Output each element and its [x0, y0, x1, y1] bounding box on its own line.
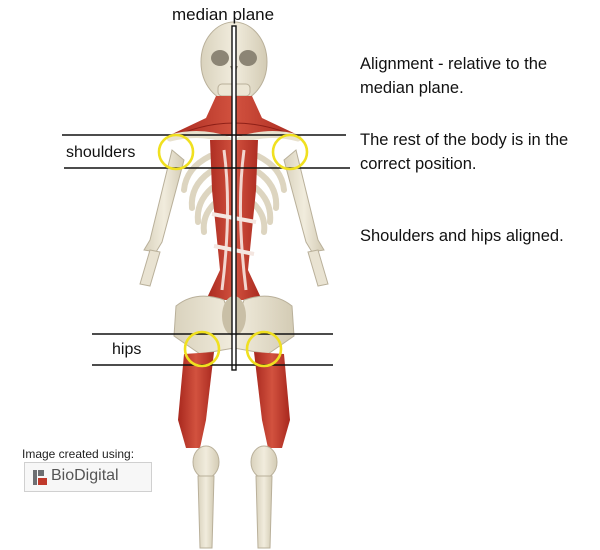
aligned-note: Shoulders and hips aligned. — [360, 227, 564, 245]
biodigital-mark-icon — [33, 470, 47, 485]
rib-cage — [181, 153, 287, 235]
arms — [139, 149, 329, 287]
left-hip-circle — [183, 330, 221, 368]
biodigital-logo: BioDigital — [24, 462, 152, 492]
median-plane-line — [231, 25, 237, 371]
right-hip-circle — [245, 330, 283, 368]
right-shoulder-circle — [271, 133, 309, 171]
left-shoulder-circle — [157, 133, 195, 171]
biodigital-wordmark: BioDigital — [51, 467, 119, 484]
alignment-note: Alignment - relative to the median plane… — [360, 55, 548, 97]
median-plane-label: median plane — [172, 5, 275, 24]
hips-label: hips — [112, 341, 142, 358]
pelvis — [173, 295, 295, 355]
legs — [178, 352, 290, 549]
body-position-note: The rest of the body is in the correct p… — [360, 131, 569, 173]
shoulders-label: shoulders — [66, 144, 136, 161]
credit-text: Image created using: — [22, 447, 135, 461]
